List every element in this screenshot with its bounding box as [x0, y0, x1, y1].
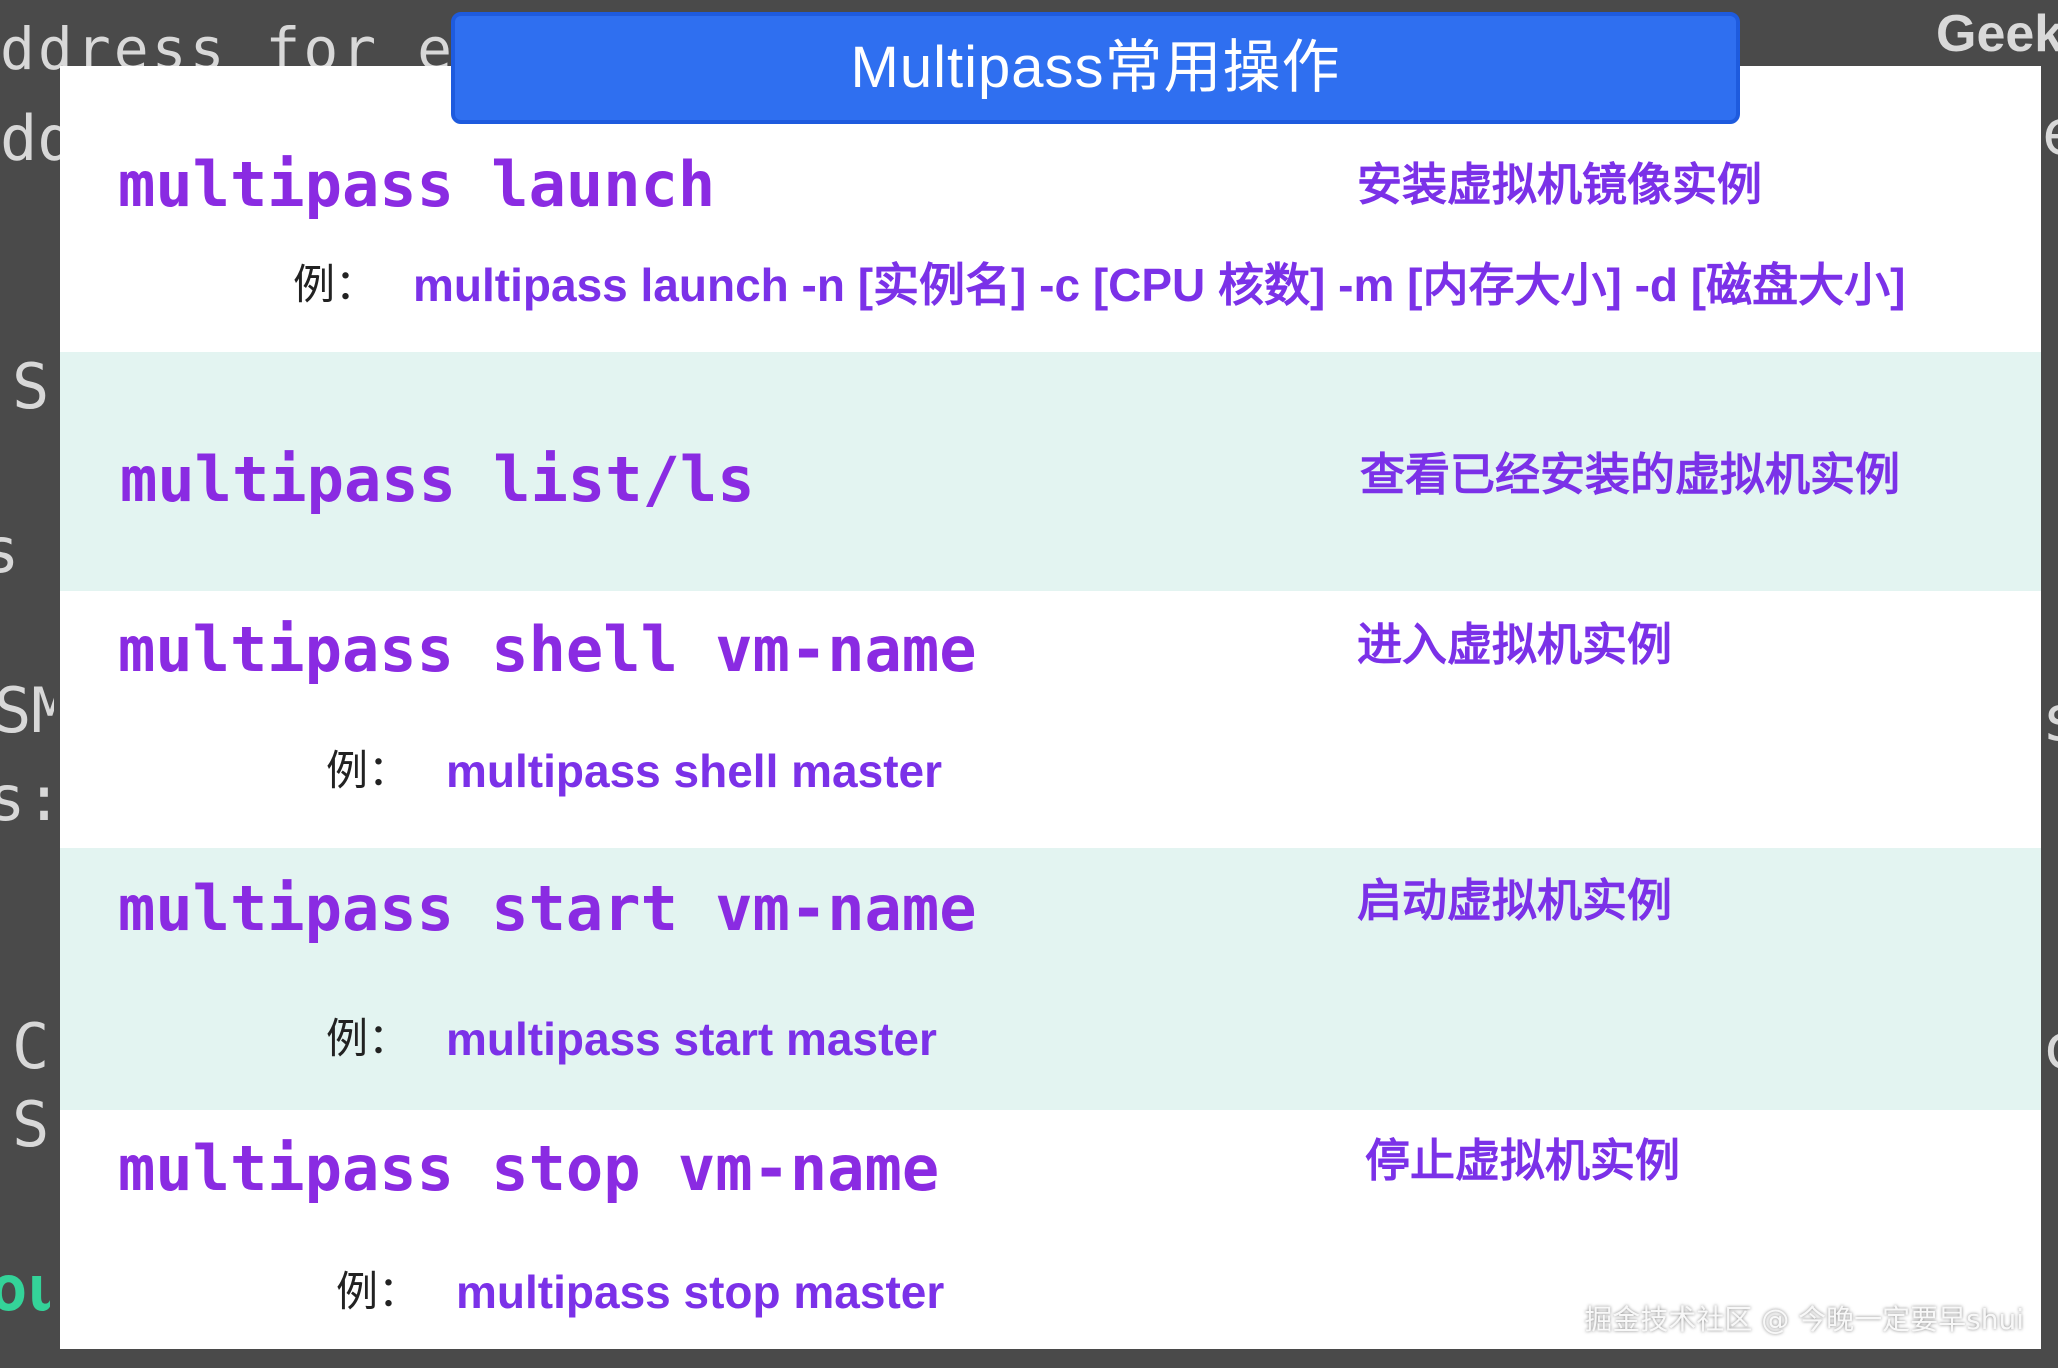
background-fragment: s:/	[0, 768, 48, 830]
description-launch: 安装虚拟机镜像实例	[1357, 158, 1763, 211]
example-label: 例：	[336, 1267, 421, 1316]
example-label: 例：	[326, 1014, 411, 1063]
command-start: multipass start vm-name	[118, 872, 977, 945]
background-fragment: ou	[0, 1258, 50, 1320]
background-fragment: C	[12, 1016, 50, 1078]
example-label: 例：	[326, 746, 411, 795]
description-stop: 停止虚拟机实例	[1365, 1134, 1681, 1187]
example-start-text: multipass start master	[446, 1013, 937, 1065]
background-fragment: S	[12, 1094, 50, 1156]
description-list: 查看已经安装的虚拟机实例	[1360, 448, 1901, 501]
row-highlight-band	[60, 352, 2041, 591]
background-fragment: S	[12, 356, 50, 418]
operations-panel: multipass launch 安装虚拟机镜像实例 例： multipass …	[60, 66, 2041, 1349]
example-launch: 例： multipass launch -n [实例名] -c [CPU 核数]…	[293, 262, 1905, 308]
command-stop: multipass stop vm-name	[118, 1132, 940, 1205]
description-shell: 进入虚拟机实例	[1357, 618, 1673, 671]
example-launch-text: multipass launch -n [实例名] -c [CPU 核数] -m…	[413, 259, 1906, 311]
command-list: multipass list/ls	[120, 443, 755, 516]
watermark: 掘金技术社区 @ 今晚一定要早shui	[1584, 1303, 2024, 1336]
example-stop-text: multipass stop master	[456, 1266, 945, 1318]
page-title: Multipass常用操作	[451, 12, 1740, 124]
command-launch: multipass launch	[118, 148, 716, 221]
background-fragment: c	[2042, 1016, 2058, 1078]
background-fragment: s	[0, 520, 20, 582]
background-fragment: dd	[0, 108, 60, 170]
example-shell-text: multipass shell master	[446, 745, 942, 797]
command-shell: multipass shell vm-name	[118, 613, 977, 686]
background-fragment: e	[2042, 102, 2058, 164]
example-label: 例：	[293, 260, 378, 309]
geek-tag-text: Geek	[1936, 8, 2058, 60]
row-highlight-band	[60, 848, 2041, 1110]
background-fragment: s	[2042, 688, 2058, 750]
example-start: 例： multipass start master	[326, 1016, 937, 1062]
background-fragment: SM	[0, 680, 54, 742]
example-stop: 例： multipass stop master	[336, 1269, 944, 1315]
example-shell: 例： multipass shell master	[326, 748, 942, 794]
description-start: 启动虚拟机实例	[1357, 874, 1673, 927]
